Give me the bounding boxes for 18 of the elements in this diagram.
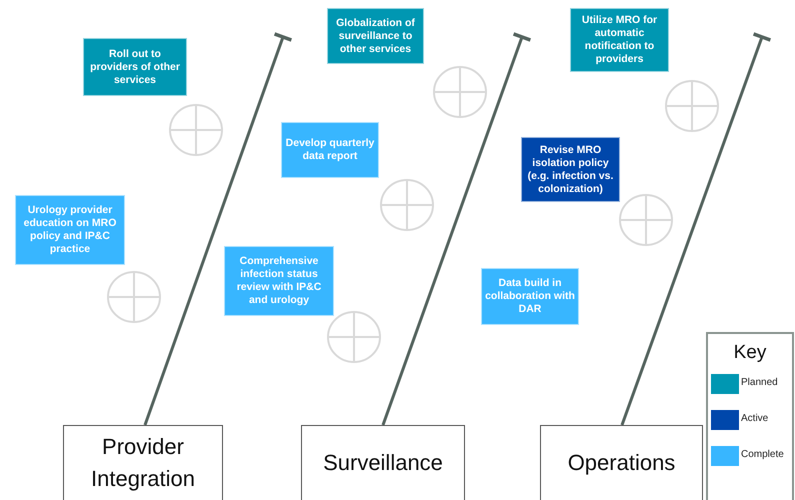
legend-label: Planned xyxy=(741,377,778,388)
spine-line xyxy=(144,32,294,426)
task-box: Comprehensive infection status review with IP&C and urology xyxy=(224,246,334,316)
task-box: Urology provider education on MRO policy and IP&C practice xyxy=(15,195,125,265)
spine-line xyxy=(382,32,532,426)
category-box: Surveillance xyxy=(301,425,465,500)
task-box: Roll out to providers of other services xyxy=(83,38,187,96)
legend-label: Active xyxy=(741,413,768,424)
category-box: Provider Integration xyxy=(63,425,223,500)
spine-line xyxy=(620,32,772,426)
legend-title: Key xyxy=(732,342,768,364)
task-box: Data build in collaboration with DAR xyxy=(481,268,579,325)
task-box: Develop quarterly data report xyxy=(281,122,379,178)
task-box: Revise MRO isolation policy (e.g. infection vs. colonization) xyxy=(521,137,620,202)
task-box: Globalization of surveillance to other services xyxy=(327,8,424,64)
task-box: Utilize MRO for automatic notification to providers xyxy=(570,8,669,72)
category-box: Operations xyxy=(540,425,703,500)
legend-label: Complete xyxy=(741,449,784,460)
